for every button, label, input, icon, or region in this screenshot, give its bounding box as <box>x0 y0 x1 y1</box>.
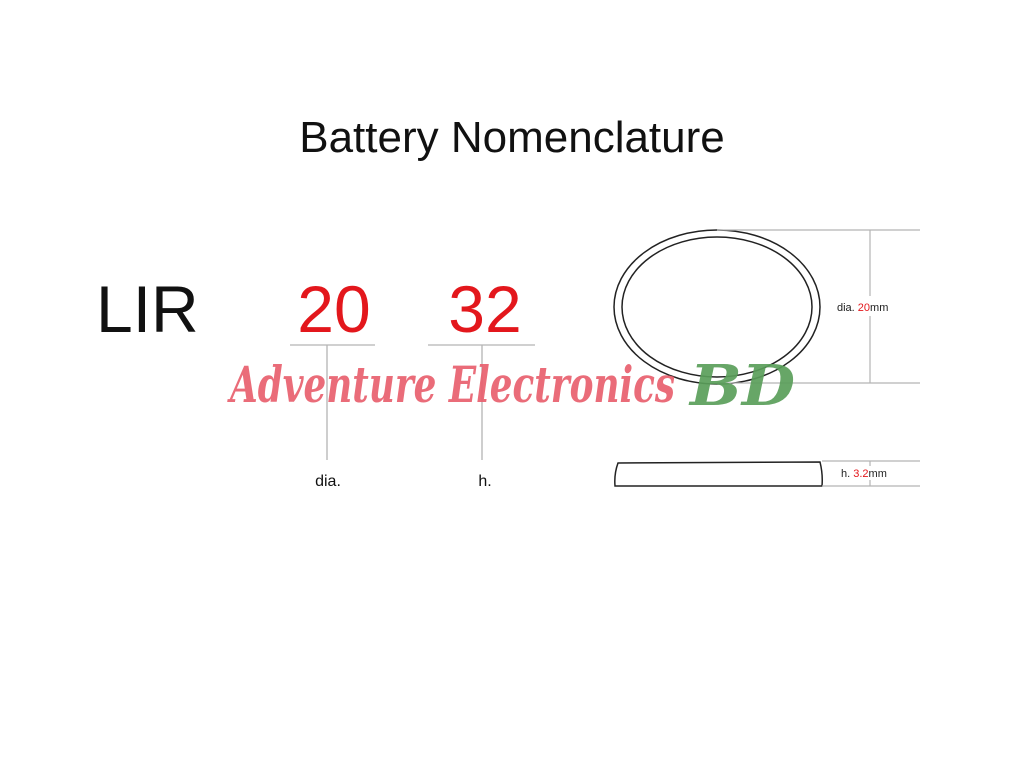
diameter-dimension: dia. 20mm <box>837 302 888 314</box>
watermark-bd: BD <box>688 353 796 419</box>
dia-label: dia. <box>315 473 341 490</box>
diameter-code: 20 <box>297 272 370 346</box>
height-dimension-lines <box>822 460 920 487</box>
diameter-dimension-lines <box>717 229 920 384</box>
page-title: Battery Nomenclature <box>299 113 725 162</box>
watermark-text: Adventure Electronics <box>227 355 675 414</box>
h-label: h. <box>478 473 491 490</box>
code-leader-lines <box>290 344 535 460</box>
height-dimension: h. 3.2mm <box>841 468 887 480</box>
height-code: 32 <box>448 272 521 346</box>
code-prefix: LIR <box>96 272 199 346</box>
battery-side-view <box>614 461 823 487</box>
